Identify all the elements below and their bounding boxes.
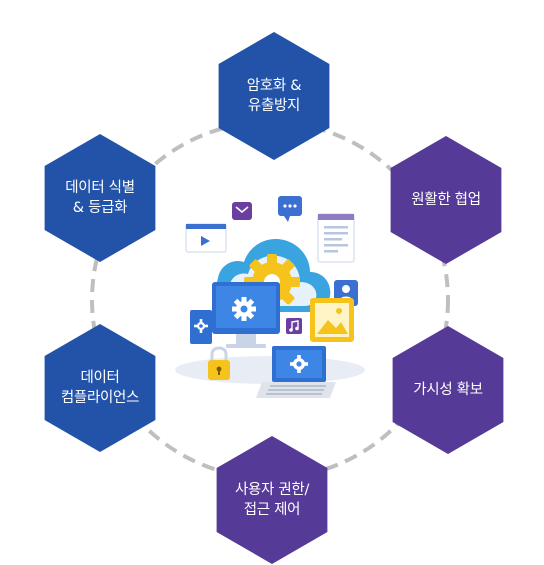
hexagon-encryption bbox=[218, 32, 330, 160]
tablet-icon bbox=[190, 310, 212, 344]
illustration-shadow bbox=[175, 356, 365, 384]
music-icon bbox=[286, 318, 302, 334]
laptop-icon bbox=[256, 346, 336, 398]
document-icon bbox=[317, 213, 355, 263]
video-player-icon bbox=[185, 223, 227, 253]
chat-icon bbox=[278, 196, 302, 222]
hexagon-compliance bbox=[44, 324, 156, 452]
hexagon-visibility bbox=[392, 326, 504, 454]
padlock-icon bbox=[208, 346, 230, 380]
image-icon bbox=[310, 298, 354, 342]
mail-icon bbox=[232, 202, 252, 220]
hexagon-collaboration bbox=[390, 136, 502, 264]
center-illustration bbox=[175, 196, 365, 398]
hexagon-access-control bbox=[216, 436, 328, 564]
hexagon-group bbox=[44, 32, 504, 564]
hexagon-classification bbox=[44, 134, 156, 262]
monitor-icon bbox=[212, 282, 280, 348]
